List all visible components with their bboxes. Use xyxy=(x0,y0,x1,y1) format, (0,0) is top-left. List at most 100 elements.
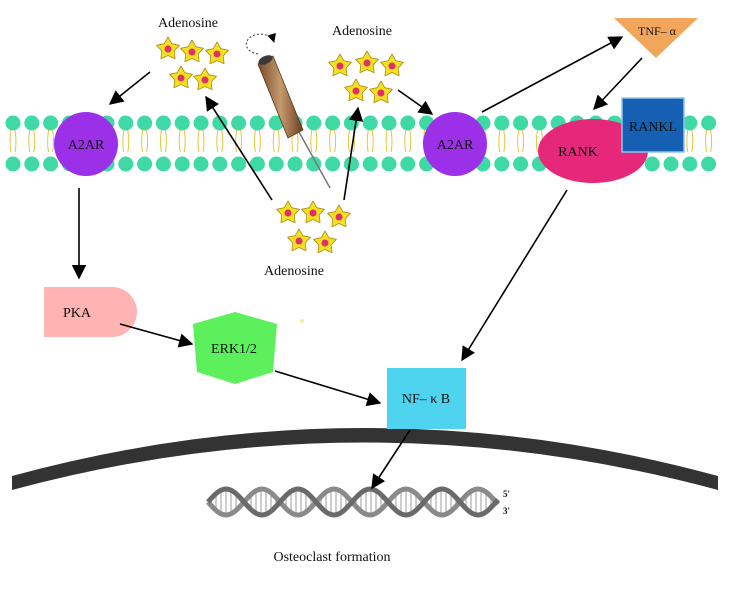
adenosine-molecule-icon xyxy=(205,41,229,65)
membrane-bead xyxy=(24,115,40,131)
adenosine-cluster-right xyxy=(328,50,404,104)
a2ar-right-label: A2AR xyxy=(437,138,474,153)
arrow-adenosine-to-a2ar-left xyxy=(108,71,151,105)
membrane-bead xyxy=(268,115,284,131)
adenosine-right-label: Adenosine xyxy=(332,24,392,39)
membrane-bead xyxy=(701,156,717,172)
arrow-erk-to-nfkb xyxy=(274,370,382,407)
adenosine-molecule-icon xyxy=(276,200,300,224)
membrane-bead xyxy=(513,156,529,172)
membrane-bead xyxy=(306,115,322,131)
dna-double-helix xyxy=(206,486,500,518)
membrane-bead xyxy=(118,115,134,131)
adenosine-cluster-left xyxy=(156,36,229,91)
rankl-ligand xyxy=(621,97,685,153)
decorative-dot xyxy=(300,319,304,323)
membrane-bead xyxy=(400,115,416,131)
membrane-bead xyxy=(682,115,698,131)
pka-label: PKA xyxy=(63,306,92,321)
adenosine-molecule-icon xyxy=(169,65,193,89)
membrane-bead xyxy=(381,156,397,172)
membrane-bead xyxy=(43,156,59,172)
adenosine-cluster-bottom xyxy=(276,200,351,254)
membrane-bead xyxy=(5,156,21,172)
membrane-bead xyxy=(174,156,190,172)
pka-box xyxy=(44,287,137,337)
membrane-bead xyxy=(231,156,247,172)
adenosine-molecule-icon xyxy=(327,204,351,228)
rank-label: RANK xyxy=(558,145,598,160)
arrow-adenosine-to-a2ar-right xyxy=(397,89,434,115)
adenosine-molecule-icon xyxy=(301,200,325,224)
adenosine-molecule-icon xyxy=(313,230,337,254)
membrane-bead xyxy=(343,156,359,172)
a2ar-receptor-right xyxy=(423,112,487,176)
dna-5prime-label: 5' xyxy=(503,489,510,499)
membrane-bead xyxy=(193,156,209,172)
membrane-bead xyxy=(174,115,190,131)
adenosine-molecule-icon xyxy=(344,78,368,102)
arrow-pka-to-erk xyxy=(119,323,194,348)
arrow-needle-to-adenosine-left xyxy=(205,95,273,201)
acupuncture-needle-icon xyxy=(245,32,331,189)
membrane-bead xyxy=(663,156,679,172)
membrane-bead xyxy=(362,115,378,131)
nfkb-label: NF– κ B xyxy=(402,392,450,407)
membrane-bead xyxy=(249,115,265,131)
membrane-bead xyxy=(325,115,341,131)
membrane-bead xyxy=(118,156,134,172)
adenosine-left-label: Adenosine xyxy=(158,16,218,31)
dna-3prime-label: 3' xyxy=(503,506,510,516)
membrane-bead xyxy=(682,156,698,172)
adenosine-molecule-icon xyxy=(180,39,204,63)
membrane-bead xyxy=(531,115,547,131)
membrane-bead xyxy=(137,156,153,172)
arrow-rank-to-nfkb xyxy=(461,189,568,362)
dna-strand xyxy=(206,486,500,518)
outcome-label: Osteoclast formation xyxy=(273,550,390,565)
tnf-alpha-label: TNF– α xyxy=(638,24,677,38)
adenosine-molecule-icon xyxy=(156,36,180,60)
arrow-nfkb-to-dna xyxy=(371,429,411,490)
rank-receptor xyxy=(538,119,648,183)
membrane-bead xyxy=(212,156,228,172)
nuclear-envelope xyxy=(12,428,718,490)
membrane-bead xyxy=(24,156,40,172)
a2ar-receptor-left xyxy=(54,112,118,176)
membrane-bead xyxy=(43,115,59,131)
erk-label: ERK1/2 xyxy=(211,342,257,357)
membrane-bead xyxy=(701,115,717,131)
pathway-arrows xyxy=(71,36,643,490)
membrane-bead xyxy=(644,156,660,172)
arrow-a2ar-to-tnf xyxy=(481,36,624,113)
membrane-bead xyxy=(306,156,322,172)
membrane-bead xyxy=(155,156,171,172)
erk-pentagon xyxy=(193,312,277,384)
membrane-bead xyxy=(400,156,416,172)
adenosine-bottom-label: Adenosine xyxy=(264,264,324,279)
membrane-bead xyxy=(268,156,284,172)
adenosine-molecule-icon xyxy=(287,228,311,252)
membrane-bead xyxy=(212,115,228,131)
membrane-bead xyxy=(137,115,153,131)
membrane-bead xyxy=(249,156,265,172)
membrane-bead xyxy=(513,115,529,131)
arrow-tnf-to-rank xyxy=(593,57,643,111)
nfkb-box xyxy=(387,368,466,429)
adenosine-molecule-icon xyxy=(369,80,393,104)
membrane-bead xyxy=(325,156,341,172)
membrane-bead xyxy=(193,115,209,131)
adenosine-molecule-icon xyxy=(355,50,379,74)
a2ar-left-label: A2AR xyxy=(68,138,105,153)
adenosine-molecule-icon xyxy=(328,53,352,77)
membrane-bead xyxy=(155,115,171,131)
membrane-bead xyxy=(287,156,303,172)
membrane-bead xyxy=(231,115,247,131)
membrane-bead xyxy=(5,115,21,131)
tnf-alpha-triangle xyxy=(614,18,698,58)
membrane-bead xyxy=(381,115,397,131)
adenosine-molecule-icon xyxy=(193,67,217,91)
membrane-bead xyxy=(362,156,378,172)
membrane-bead xyxy=(494,115,510,131)
